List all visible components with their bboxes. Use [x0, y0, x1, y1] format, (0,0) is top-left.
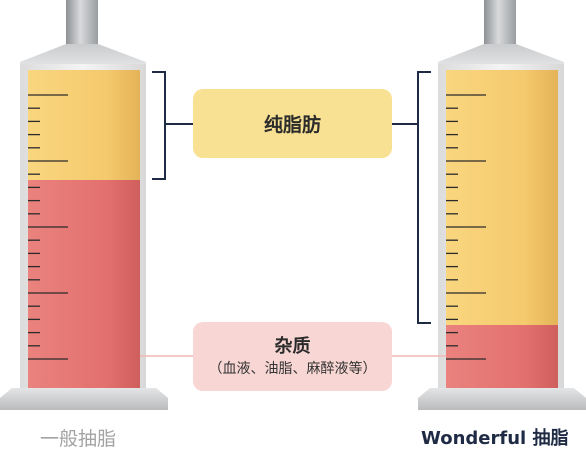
syringe-base-right	[418, 388, 586, 410]
fat-bracket-left	[152, 71, 193, 180]
plunger-rod-right	[484, 0, 516, 48]
scale-marks-right	[446, 94, 486, 360]
fat-label: 纯脂肪	[263, 114, 321, 136]
syringe-right	[418, 0, 586, 410]
impurity-layer-left	[28, 180, 140, 388]
caption-normal-liposuction: 一般抽脂	[40, 428, 117, 450]
caption-wonderful-liposuction: Wonderful 抽脂	[421, 428, 569, 449]
impurity-label-box: 杂质 （血液、油脂、麻醉液等）	[193, 322, 392, 391]
fat-layer-right	[446, 70, 558, 325]
impurity-layer-right	[446, 325, 558, 388]
impurity-label-title: 杂质	[274, 335, 311, 357]
syringe-base-left	[0, 388, 168, 410]
plunger-rod-left	[66, 0, 98, 48]
plunger-cap-left	[20, 44, 146, 70]
impurity-label-detail: （血液、油脂、麻醉液等）	[208, 360, 377, 377]
fat-label-box: 纯脂肪	[193, 89, 392, 158]
syringe-left	[0, 0, 168, 410]
fat-bracket-right	[392, 71, 431, 324]
scale-marks-left	[28, 94, 68, 360]
fat-layer-left	[28, 70, 140, 180]
plunger-cap-right	[438, 44, 564, 70]
